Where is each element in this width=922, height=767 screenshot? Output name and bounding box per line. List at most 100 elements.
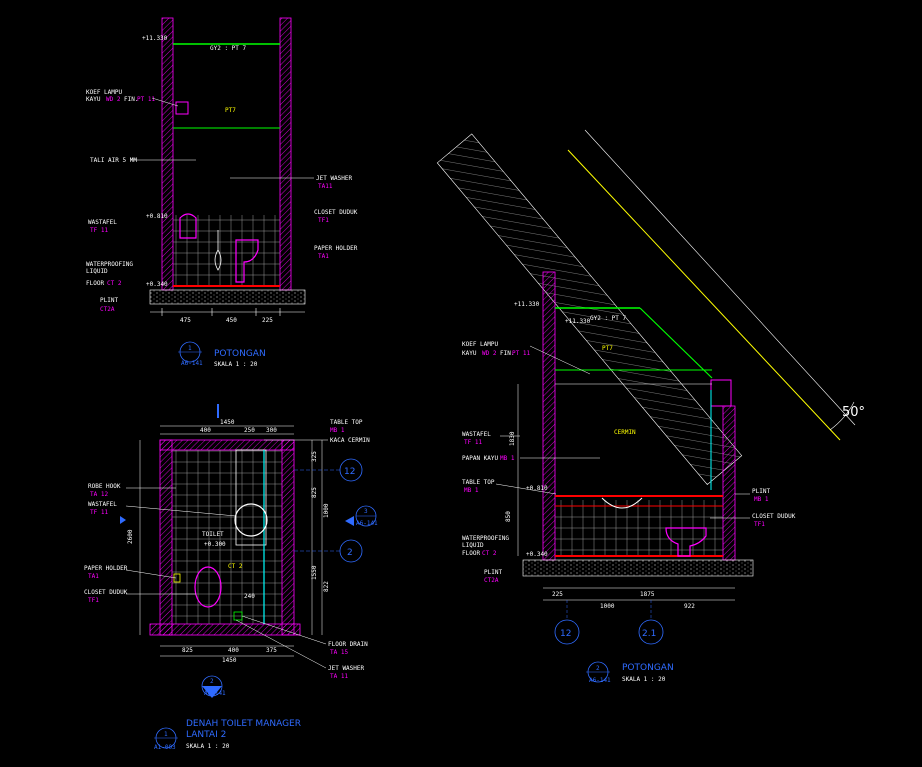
callout-floor-code: CT 2 [107,280,122,287]
s2-callout-closet: CLOSET DUDUK [752,513,796,520]
plan-callout-wastafel: WASTAFEL [88,501,117,508]
s2-callout-waterproofing: WATERPROOFING [462,535,509,542]
plan-callout-toilet: TOILET [202,531,224,538]
s2-callout-table-top: TABLE TOP [462,479,495,486]
left-wall [161,17,174,291]
s2-callout-closet-code: TF1 [754,521,765,528]
callout-fin-code: PT 11 [137,96,155,103]
callout-wastafel: WASTAFEL [88,219,117,226]
dim-bottom-c: 375 [266,647,277,654]
s2-callout-table-top-code: MB 1 [464,487,479,494]
plan-callout-floor-drain: FLOOR DRAIN [328,641,368,648]
s2-grid-a: 12 [560,629,571,639]
s2-angle: 50° [842,405,865,420]
callout-floor: FLOOR [86,280,104,287]
callout-closet-code: TF1 [318,217,329,224]
dim-left: 2600 [127,529,134,544]
dim-1: 475 [180,317,191,324]
callout-tali-air: TALI AIR 5 MM [90,157,137,164]
s2-callout-wastafel: WASTAFEL [462,431,491,438]
callout-paper-holder: PAPER HOLDER [314,245,358,252]
wastafel-shape [179,213,197,239]
ceiling-tag: PT7 [225,107,236,114]
s2-callout-plint: PLINT [752,488,770,495]
plan-basin [234,503,268,537]
plan-vanity [235,449,267,546]
plan-callout-jet-washer: JET WASHER [328,665,365,672]
s2-dim-bottom-a: 225 [552,591,563,598]
plan-callout-closet: CLOSET DUDUK [84,589,128,596]
s2-callout-plint2-code: CT2A [484,577,499,584]
plan-ct-tag: CT 2 [228,563,243,570]
s2-elev-ceiling: +11.330 [565,318,591,325]
s2-title-no: 2 [596,665,600,672]
callout-closet: CLOSET DUDUK [314,209,358,216]
s2-callout-floor: FLOOR [462,550,480,557]
s2-elev-floor: +0.340 [526,551,548,558]
s2-callout-plint-code: MB 1 [754,496,769,503]
plan-callout-jet-washer-code: TA 11 [330,673,348,680]
title-ref: A6-141 [181,360,203,367]
dim-right-1: 325 [311,451,318,462]
title-no: 1 [188,345,192,352]
callout-fin: FIN. [124,96,138,103]
callout-plint: PLINT [100,297,118,304]
plan-toilet-bowl [194,566,222,608]
s2-callout-koef-lampu: KOEF LAMPU [462,341,499,348]
plan-callout-table-top-code: MB 1 [330,427,345,434]
dim-bottom-b: 400 [228,647,239,654]
dim-right-3: 1000 [323,503,330,518]
plan-callout-wastafel-code: TF 11 [90,509,108,516]
plan-title-ref: A1-003 [154,744,176,751]
section-mark-2-ref: A6-141 [204,690,226,697]
grid-12: 12 [344,467,355,477]
s2-callout-floor-code: CT 2 [482,550,497,557]
s2-column [710,379,732,407]
title: POTONGAN [214,349,266,359]
section-1: +11.330 GY2 : PT 7 PT7 KOEF LAMPU KAYU W… [86,17,358,368]
s2-callout-plint2: PLINT [484,569,502,576]
elev-floor: +0.340 [146,281,168,288]
plan-title-line-2: LANTAI 2 [186,730,226,740]
dim-bottom-total: 1450 [222,657,237,664]
elev-top: +11.330 [142,35,168,42]
plan-wall-bottom [149,623,301,636]
s2-grid-bubble-a [554,619,580,645]
tile-wall [173,215,280,285]
plan-callout-floor-drain-code: TA 15 [330,649,348,656]
s2-dim-left-a: 1830 [509,431,516,446]
plan-wall-right [281,439,295,636]
plan-callout-closet-code: TF1 [88,597,99,604]
plan-paper-holder [173,573,181,583]
closet-shape [235,239,259,283]
grid-2: 2 [347,548,353,558]
callout-waterproofing: WATERPROOFING [86,261,133,268]
s2-callout-papan-kayu-code: MB 1 [500,455,515,462]
s2-basin [601,497,643,509]
section-mark-2-no: 2 [210,678,214,685]
s2-callout-fin: FIN. [500,350,514,357]
dim-top-b: 250 [244,427,255,434]
plan-callout-kaca: KACA CERMIN [330,437,370,444]
s2-callout-kayu: KAYU [462,350,477,357]
plan-wall-top [159,439,295,451]
plan-scale: SKALA 1 : 20 [186,743,230,750]
callout-wastafel-code: TF 11 [90,227,108,234]
plan-title-line-1: DENAH TOILET MANAGER [186,719,301,729]
dim-top-a: 400 [200,427,211,434]
plan-callout-robe: ROBE HOOK [88,483,121,490]
callout-plint-code: CT2A [100,306,115,313]
callout-koef-lampu: KOEF LAMPU [86,89,123,96]
jet-washer-hose [214,230,222,271]
plan-floor-tiles [172,450,282,624]
plan-title-no: 1 [164,731,168,738]
dim-2: 450 [226,317,237,324]
scale: SKALA 1 : 20 [214,361,258,368]
s2-callout-liquid: LIQUID [462,542,484,549]
dim-right-2: 825 [311,487,318,498]
dim-right-4: 1550 [311,565,318,580]
plan-callout-paper-holder: PAPER HOLDER [84,565,128,572]
plan-callout-toilet-elev: +0.300 [204,541,226,548]
floor-slab [149,289,306,305]
